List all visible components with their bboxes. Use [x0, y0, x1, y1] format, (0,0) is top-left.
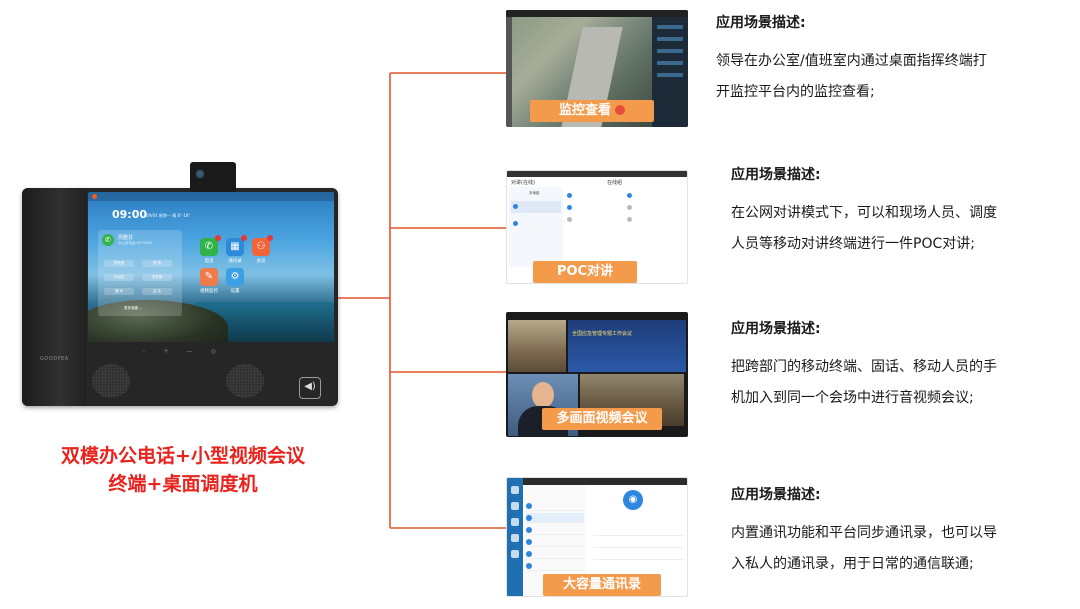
phone-icon[interactable]: ✆ [102, 234, 114, 246]
quick-button[interactable]: 会 议 [142, 288, 172, 295]
camera-app-icon[interactable]: ✎ [200, 268, 218, 286]
scenario-thumb-contacts: ◉ 大容量通讯录 [506, 477, 688, 597]
scenario-tag: 大容量通讯录 [543, 574, 661, 596]
scenario-tag: POC对讲 [533, 261, 637, 283]
list-item[interactable] [526, 501, 584, 511]
desc-line: 开监控平台内的监控查看; [716, 84, 875, 100]
scenario-thumb-surveillance: 监控查看 [506, 10, 688, 127]
desc-line: 入私人的通讯录，用于日常的通信联通; [731, 556, 974, 572]
poc-contact[interactable] [567, 205, 574, 211]
poc-selected-row[interactable] [511, 201, 561, 213]
list-item[interactable] [526, 561, 584, 571]
meeting-banner-text: 全国应急管理专题工作会议 [572, 331, 633, 337]
device-camera [190, 162, 236, 192]
call-contact-name: 周雅芬 [118, 235, 134, 241]
screen-clock: 09:00 [112, 208, 148, 221]
app-logo-icon [92, 194, 97, 199]
poc-tab[interactable]: 本地组 [529, 191, 540, 195]
device-nav-keys: ◦+—◎ [142, 348, 234, 355]
list-item[interactable] [526, 537, 584, 547]
scenario-tag: 监控查看 [530, 100, 654, 122]
thumb-status-bar [506, 10, 688, 17]
device-screen: 09:00 09/04 星期一 晴 8°-18° ✆ 周雅芬 办公室电话 897… [88, 192, 334, 342]
scenario-thumb-video-meeting: 全国应急管理专题工作会议 多画面视频会议 [506, 312, 688, 437]
call-contact-sub: 办公室电话 8979825 [118, 241, 153, 245]
desc-heading: 应用场景描述: [716, 15, 806, 31]
contact-field-row [593, 554, 683, 560]
camera-lens-icon [194, 168, 206, 180]
poc-member-row[interactable] [513, 221, 520, 227]
poc-member-row[interactable] [513, 204, 520, 210]
meeting-app-icon[interactable]: ⚇ [252, 235, 273, 256]
thumb-status-bar [507, 171, 687, 177]
speaker-button-icon[interactable]: ◀) [299, 377, 321, 399]
desc-line: 内置通讯功能和平台同步通讯录，也可以导 [731, 525, 997, 541]
video-tile-banner: 全国应急管理专题工作会议 [568, 320, 686, 372]
app-label: 会议 [256, 259, 266, 264]
device-brand: GOODPEA [40, 356, 69, 362]
app-label: 设置 [230, 289, 240, 294]
main-title-line2: 终端+桌面调度机 [108, 473, 258, 495]
poc-group-list: 本地组 [509, 187, 563, 267]
main-title: 双模办公电话+小型视频会议 终端+桌面调度机 [12, 442, 354, 498]
phone-app-icon[interactable]: ✆ [200, 235, 221, 256]
app-label: 通讯录 [228, 259, 242, 264]
desc-heading: 应用场景描述: [731, 321, 821, 337]
poc-left-header: 对讲(在线) [511, 180, 535, 186]
contacts-sidebar [507, 478, 523, 596]
scenario-tag: 多画面视频会议 [542, 408, 662, 430]
screen-status-bar [88, 192, 334, 201]
quick-button[interactable]: 手机信 [142, 274, 172, 281]
desc-heading: 应用场景描述: [731, 167, 821, 183]
settings-app-icon[interactable]: ⚙ [226, 268, 244, 286]
poc-contact[interactable] [627, 205, 634, 211]
badge-dot [215, 235, 221, 241]
app-label: 视频监控 [200, 289, 218, 294]
contacts-app-icon[interactable]: ▦ [226, 235, 247, 256]
video-tile-room [508, 320, 566, 372]
desc-line: 把跨部门的移动终端、固话、移动人员的手 [731, 359, 997, 375]
scenario-desc-1: 应用场景描述: 领导在办公室/值班室内通过桌面指挥终端打 开监控平台内的监控查看… [716, 12, 987, 108]
list-item[interactable] [526, 549, 584, 559]
avatar-icon: ◉ [623, 490, 643, 510]
desc-line: 在公网对讲模式下，可以和现场人员、调度 [731, 205, 997, 221]
scenario-thumb-poc: 对讲(在线) 在线组 本地组 POC对讲 [506, 170, 688, 284]
main-title-line1: 双模办公电话+小型视频会议 [61, 445, 305, 467]
list-item[interactable] [526, 525, 584, 535]
desc-line: 机加入到同一个会场中进行音视频会议; [731, 390, 974, 406]
badge-dot [267, 235, 273, 241]
desc-line: 人员等移动对讲终端进行一件POC对讲; [731, 236, 975, 252]
more-favorites-link[interactable]: 更多收藏 ⌄ [124, 306, 143, 310]
quick-button[interactable]: 通 讯 [104, 288, 134, 295]
thumb-status-bar [507, 478, 687, 485]
record-dot-icon [615, 105, 625, 115]
poc-right-header: 在线组 [607, 180, 623, 186]
surveillance-sidebar [652, 17, 688, 127]
app-label: 电话 [204, 259, 214, 264]
contact-field-row [593, 530, 683, 536]
poc-contact[interactable] [567, 193, 574, 199]
speaker-grille-right [226, 364, 264, 398]
poc-contact[interactable] [567, 217, 574, 223]
call-card: ✆ 周雅芬 办公室电话 8979825 拨号盘 短 信 手动会 手机信 通 讯 … [98, 230, 182, 316]
scenario-desc-4: 应用场景描述: 内置通讯功能和平台同步通讯录，也可以导 入私人的通讯录，用于日常… [731, 484, 997, 580]
desc-line: 领导在办公室/值班室内通过桌面指挥终端打 [716, 53, 987, 69]
quick-button[interactable]: 短 信 [142, 260, 172, 267]
quick-button[interactable]: 手动会 [104, 274, 134, 281]
scenario-desc-3: 应用场景描述: 把跨部门的移动终端、固话、移动人员的手 机加入到同一个会场中进行… [731, 318, 997, 414]
poc-contact[interactable] [627, 217, 634, 223]
screen-date: 09/04 星期一 晴 8°-18° [146, 213, 191, 218]
speaker-grille-left [92, 364, 130, 398]
scenario-desc-2: 应用场景描述: 在公网对讲模式下，可以和现场人员、调度 人员等移动对讲终端进行一… [731, 164, 997, 260]
quick-button[interactable]: 拨号盘 [104, 260, 134, 267]
scenario-tag-label: 监控查看 [558, 103, 611, 118]
badge-dot [241, 235, 247, 241]
desc-heading: 应用场景描述: [731, 487, 821, 503]
poc-contact[interactable] [627, 193, 634, 199]
desk-terminal-device: GOODPEA 09:00 09/04 星期一 晴 8°-18° ✆ 周雅芬 办… [22, 162, 338, 406]
contact-field-row [593, 542, 683, 548]
list-item[interactable] [526, 513, 584, 523]
device-handset [22, 188, 86, 406]
